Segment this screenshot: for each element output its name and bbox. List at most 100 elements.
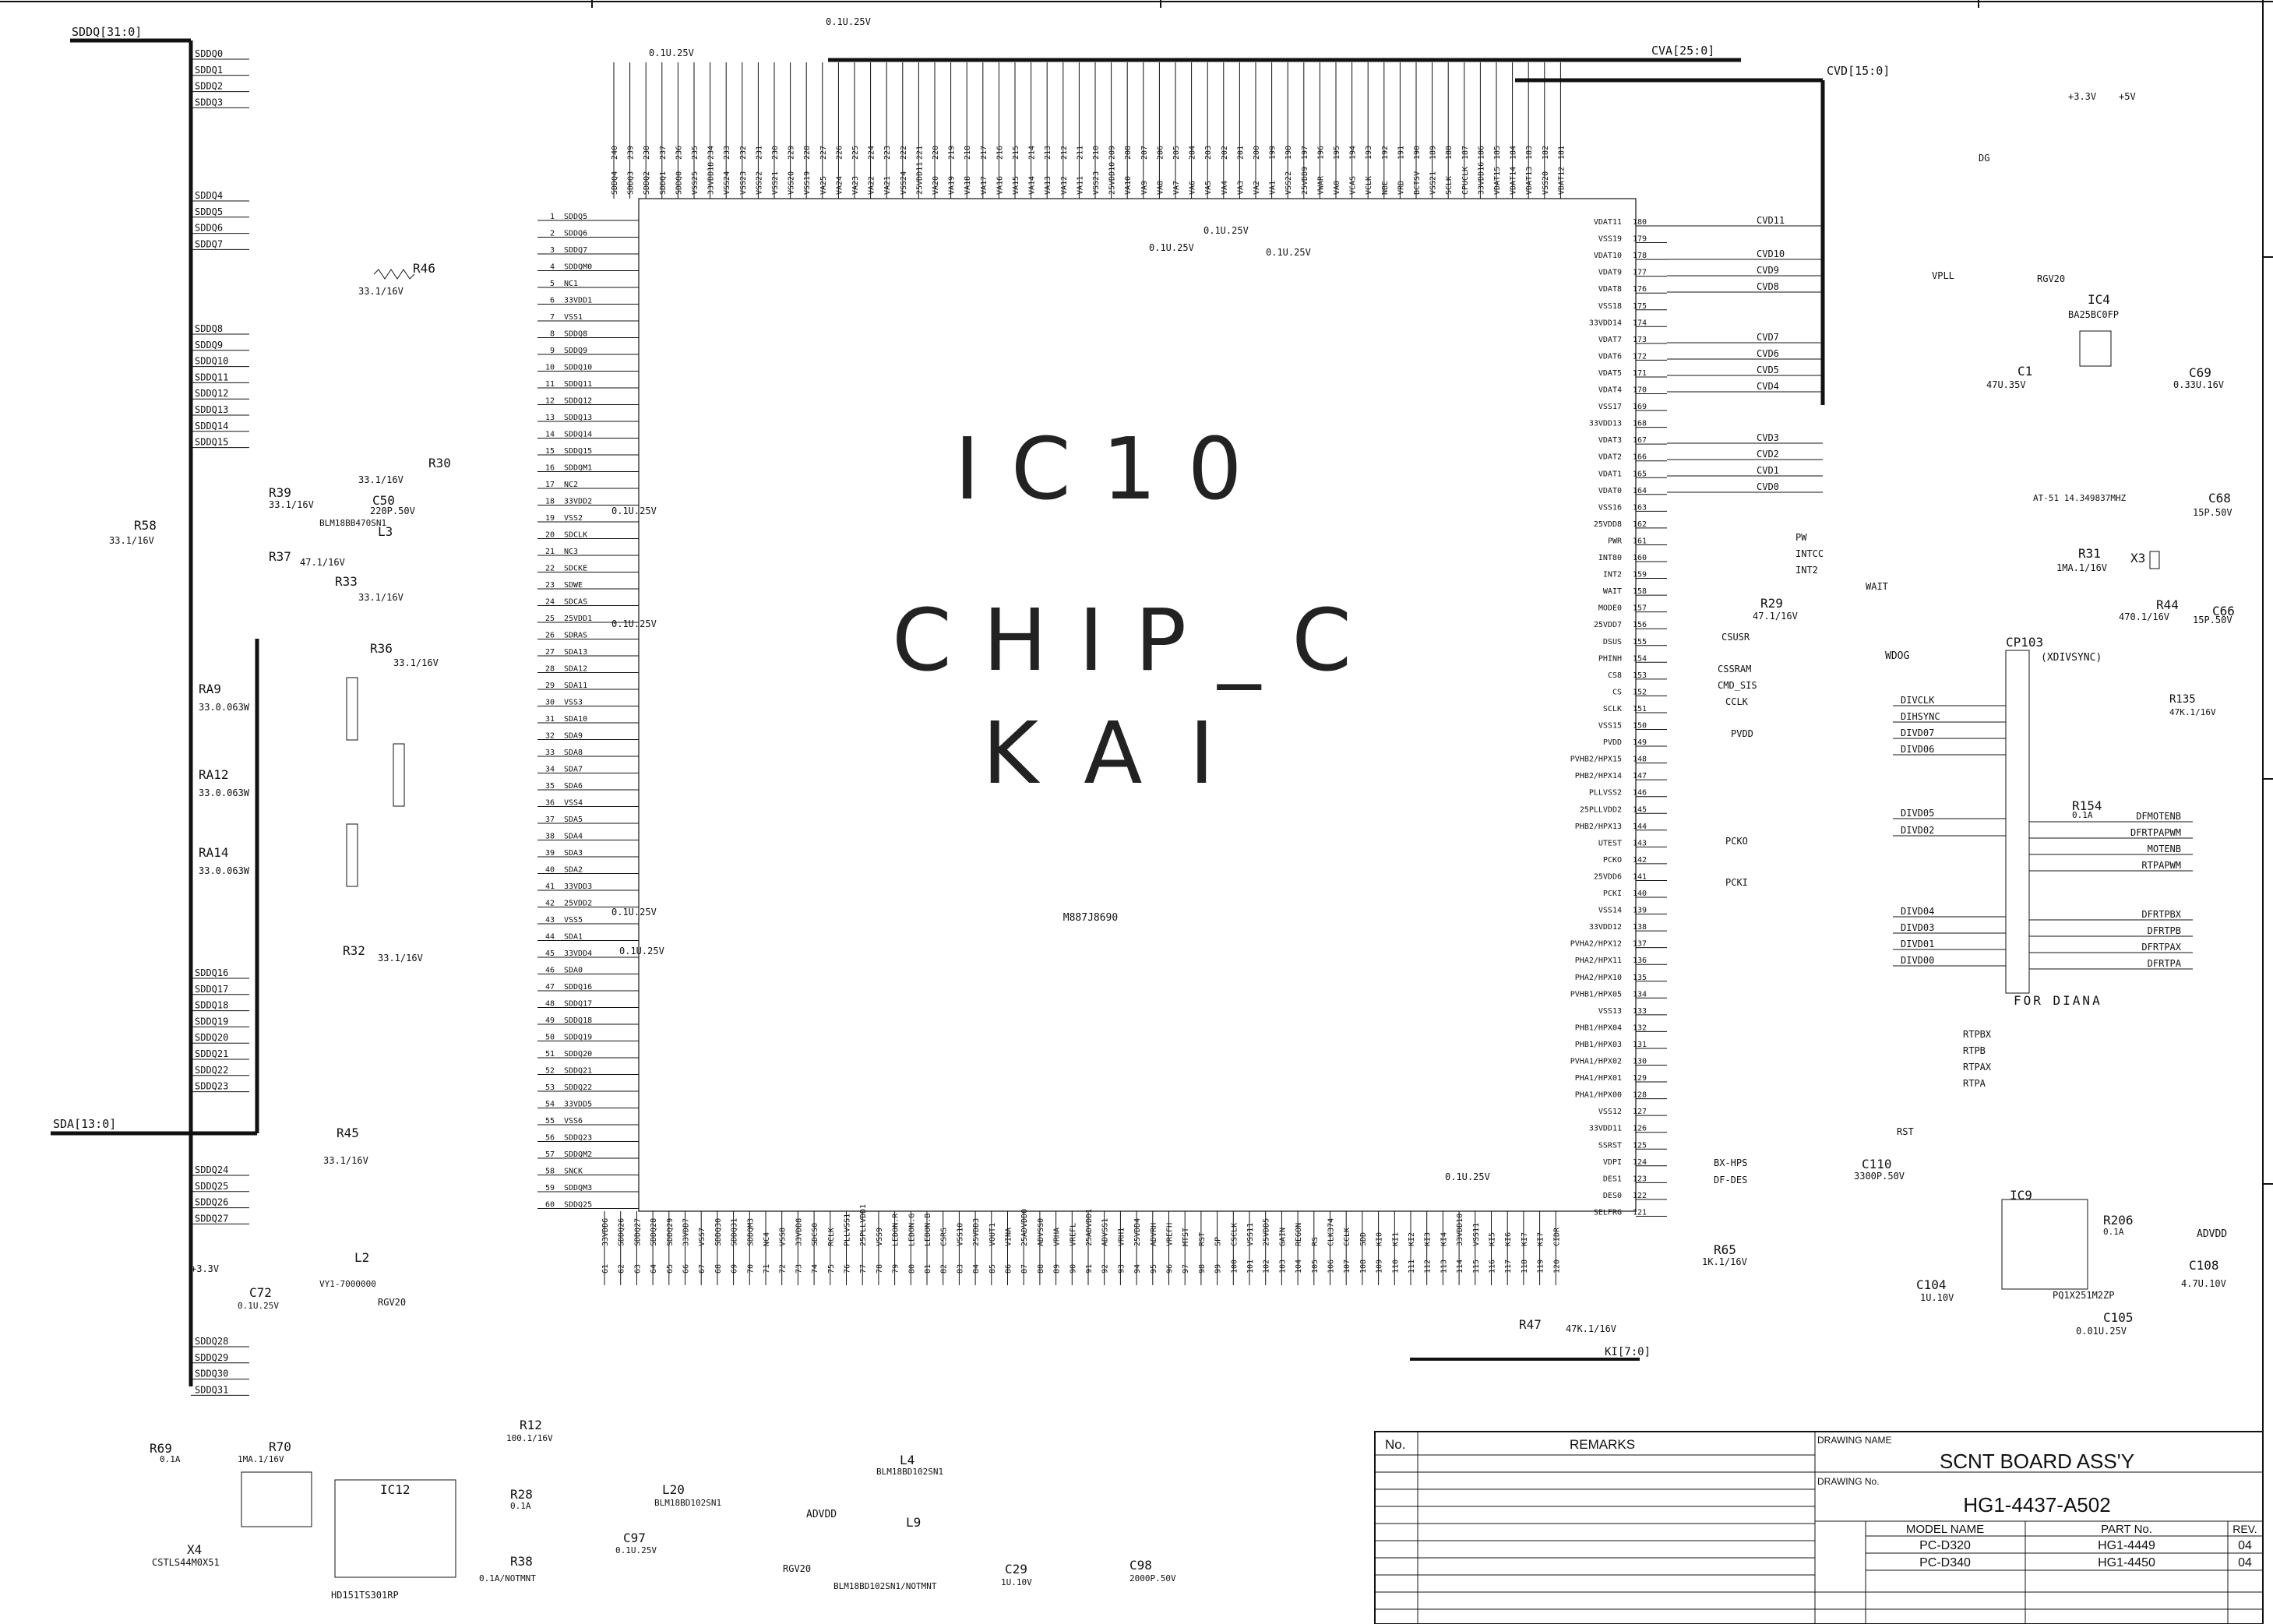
right-pin-name: VSS18 [1598,302,1622,311]
left-pin-number: 21 [545,548,555,556]
top-pin-name: 25VDD10 [1108,162,1117,195]
right-net-label: CVD5 [1757,365,1779,375]
left-pin-number: 11 [545,380,555,389]
left-pin-name: SDDQ13 [564,414,592,422]
top-pin-number: 240 [611,146,619,160]
bottom-pin-name: KI2 [1408,1232,1416,1246]
bottom-pin-name: REGON [1295,1223,1303,1246]
left-pin-number: 6 [550,297,555,305]
top-pin-name: VA12 [1060,176,1069,195]
left-pin-number: 14 [545,431,555,439]
bottom-pin-name: SDCS0 [811,1223,819,1246]
bottom-pin-number: 108 [1359,1259,1368,1273]
bottom-pin-name: VREFL [1069,1223,1077,1246]
top-pin-number: 191 [1397,146,1405,160]
c98-ref: C98 [1129,1558,1152,1573]
right-pin-name: CS [1612,688,1622,696]
top-pin-name: VA1 [1269,181,1277,195]
bottom-pin-number: 88 [1037,1264,1045,1273]
connector-left-label: DIVD04 [1901,906,1934,917]
bottom-pin-name: RS [1311,1237,1320,1246]
top-pin-name: VSS21 [1429,171,1438,195]
r154-value: 0.1A [2072,810,2093,820]
top-pin-name: VSS19 [803,171,812,195]
right-signal-label: BX-HPS [1714,1157,1747,1168]
left-pin-number: 43 [545,916,555,925]
right-pin-number: 142 [1633,856,1647,865]
top-pin-number: 228 [803,146,812,160]
r31-ref: R31 [2078,546,2101,561]
right-pin-number: 173 [1633,336,1647,344]
left-pin-name: SDA5 [564,816,583,824]
cap-value-4: 0.1U.25V [611,618,657,629]
c72-value: 0.1U.25V [238,1301,279,1311]
right-pin-number: 162 [1633,520,1647,529]
cva-bus-label: CVA[25:0] [1651,44,1714,58]
right-pin-number: 180 [1633,218,1647,227]
top-pin-name: VDAT15 [1493,167,1502,195]
model-row-1: PC-D320 [1919,1539,1971,1552]
bottom-pin-name: KI5 [1489,1232,1497,1246]
right-signal-label: DF-DES [1714,1175,1747,1185]
r47-value: 47K.1/16V [1566,1323,1616,1334]
bottom-pin-number: 80 [907,1264,916,1273]
left-pin-number: 35 [545,782,555,791]
left-net-label: SDDQ21 [195,1048,228,1059]
left-pin-number: 29 [545,682,555,690]
top-pin-name: VA0 [1333,181,1341,195]
cap-value-10: 0.1U.25V [1445,1171,1490,1182]
left-pin-name: NC3 [564,548,578,556]
bottom-pin-number: 63 [633,1264,642,1273]
top-pin-number: 209 [1108,146,1117,160]
r135-value: 47K.1/16V [2169,707,2216,717]
connector-right-label: DFRTPBX [2141,909,2181,920]
left-pin-number: 27 [545,648,555,657]
bottom-pin-number: 84 [972,1264,981,1273]
r39-ref: R39 [269,485,291,500]
right-pin-name: PVHA2/HPX12 [1570,940,1622,949]
right-pin-name: VDAT9 [1598,269,1622,277]
drawing-name: SCNT BOARD ASS'Y [1940,1450,2134,1473]
bottom-pin-number: 77 [859,1264,868,1273]
part-row-1: HG1-4449 [2098,1539,2155,1552]
top-pin-name: VSS25 [691,171,700,195]
bottom-pin-number: 72 [779,1264,788,1273]
right-pin-name: 25VDD6 [1594,872,1622,881]
ic9-ref: IC9 [2010,1188,2032,1203]
top-pin-name: VSS21 [771,171,780,195]
bottom-pin-name: KI1 [1391,1232,1400,1246]
top-pin-name: VA4 [1221,181,1229,195]
left-net-label: SDDQ8 [195,323,223,334]
right-pin-name: VDAT8 [1598,285,1622,294]
l9-value: BLM18BD102SN1/NOTMNT [833,1581,937,1591]
bottom-pin-name: PLLVSS1 [844,1214,852,1246]
right-pin-name: PCKI [1603,890,1622,898]
right-pin-number: 151 [1633,705,1647,713]
left-net-label: SDDQ7 [195,238,223,249]
right-pin-number: 167 [1633,436,1647,445]
c68-value: 15P.50V [2193,507,2232,518]
r58-value: 33.1/16V [109,535,154,546]
cap-value-3: 0.1U.25V [611,506,657,516]
left-pin-name: SDDQ18 [564,1016,592,1025]
ic12-ref: IC12 [380,1482,411,1497]
left-pin-number: 40 [545,866,555,875]
bottom-pin-number: 68 [714,1264,723,1273]
left-pin-number: 10 [545,364,555,372]
ra9: RA9 33.0.063W [199,677,358,741]
title-no-header: No. [1385,1437,1405,1452]
right-pin-number: 169 [1633,403,1647,411]
right-pin-name: VSS15 [1598,722,1622,731]
bottom-pin-name: SDDQ30 [714,1218,723,1246]
right-pin-name: PHB2/HPX14 [1575,772,1622,780]
left-pin-name: SDDQ16 [564,983,592,992]
bottom-pin-name: VINA [1005,1228,1013,1246]
left-pin-name: 33VDD2 [564,498,592,506]
left-net-label: SDDQ14 [195,421,228,432]
bottom-pin-name: KI7 [1537,1232,1545,1246]
right-net-label: CVD7 [1757,332,1779,343]
left-net-label: SDDQ31 [195,1384,228,1395]
top-pin-number: 185 [1493,146,1502,160]
right-pin-number: 158 [1633,587,1647,596]
